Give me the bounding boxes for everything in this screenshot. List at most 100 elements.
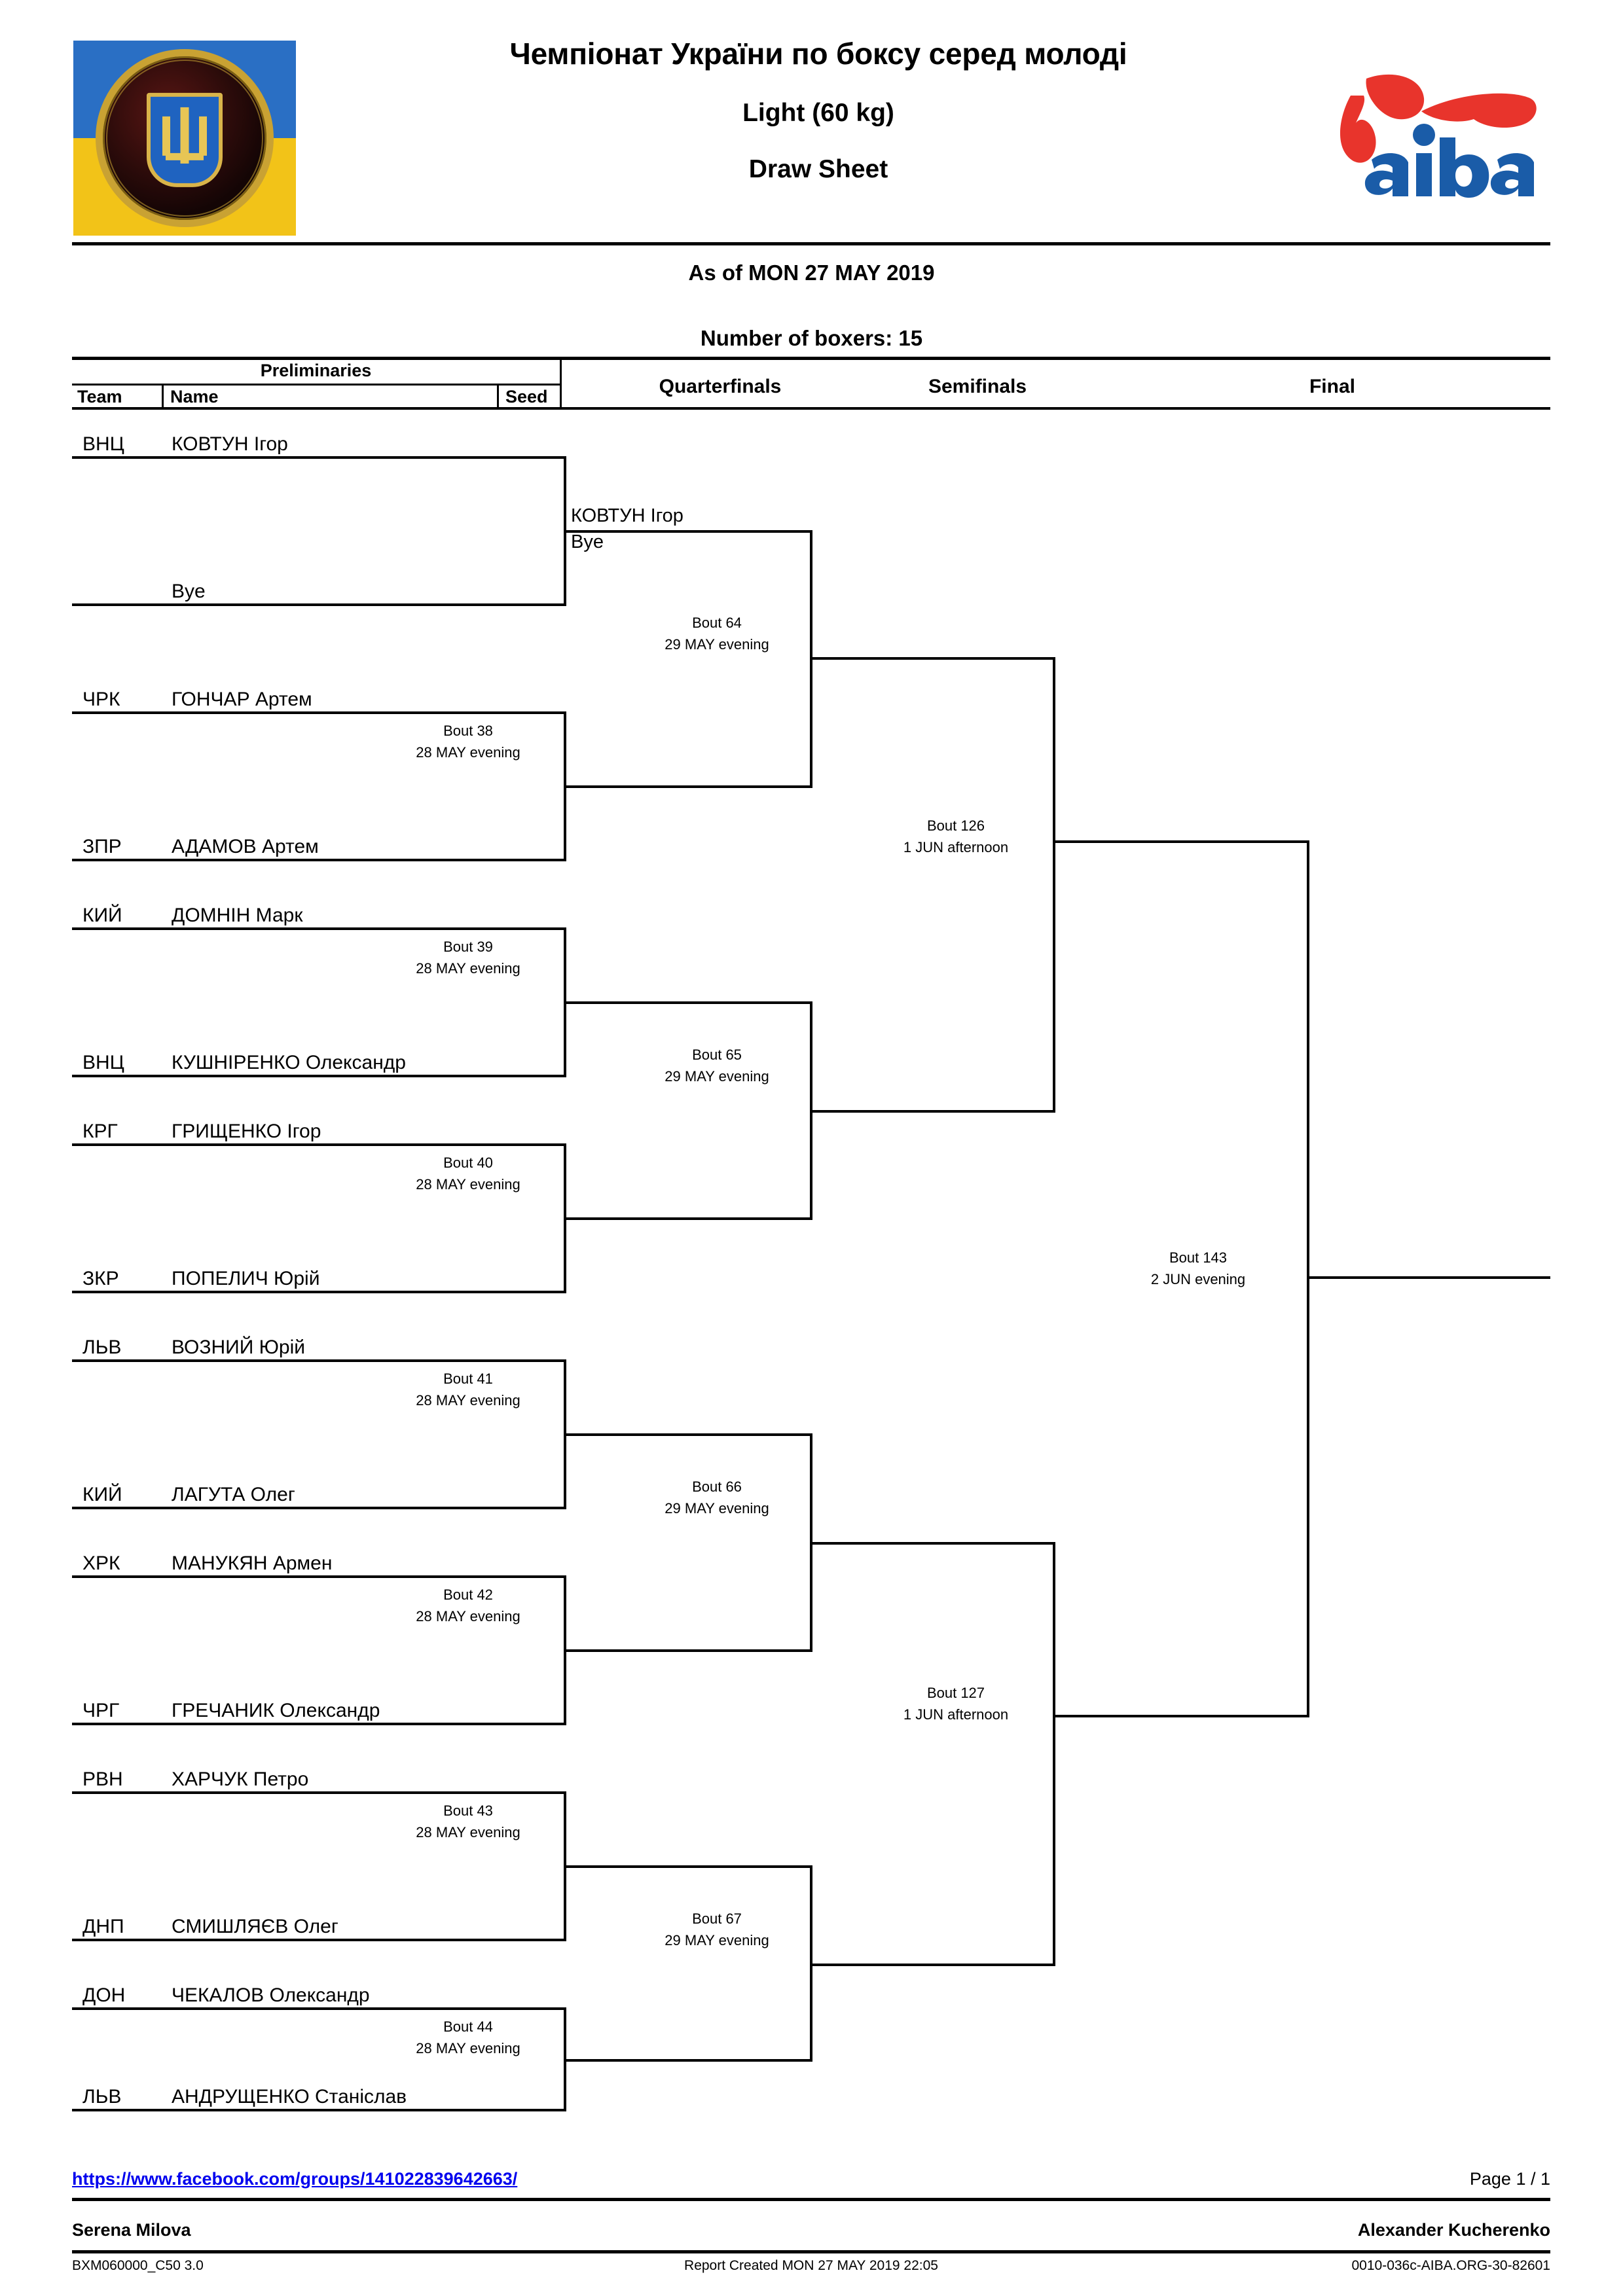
- prelim-line-16: [72, 2109, 566, 2111]
- prelim-line-15: [72, 2007, 566, 2010]
- sf-connector-2: [1053, 1542, 1055, 1966]
- prelim-name-9: ВОЗНИЙ Юрій: [172, 1336, 306, 1358]
- prelim-team-13: РВН: [82, 1768, 123, 1790]
- footer-report-code: BXM060000_C50 3.0: [72, 2258, 204, 2273]
- bout-id: Bout 38: [443, 723, 493, 739]
- bout-id: Bout 66: [692, 1479, 742, 1495]
- prelim-team-14: ДНП: [82, 1916, 124, 1937]
- prelim-bout-38: Bout 38 28 MAY evening: [373, 720, 563, 763]
- page-header: Чемпіонат України по боксу серед молоді …: [0, 0, 1623, 350]
- prelim-name-1: КОВТУН Ігор: [172, 433, 288, 455]
- sf-line-1b: [810, 1110, 1055, 1113]
- prelim-bout-44: Bout 44 28 MAY evening: [373, 2016, 563, 2059]
- qf-bout-65: Bout 65 29 MAY evening: [622, 1044, 812, 1087]
- footer-divider-2: [72, 2250, 1550, 2253]
- prelim-team-4: ЗПР: [82, 836, 122, 857]
- prelim-team-12: ЧРГ: [82, 1700, 120, 1721]
- sf-line-2b: [810, 1964, 1055, 1966]
- prelim-line-8: [72, 1291, 566, 1293]
- trident-shield: [147, 92, 223, 187]
- bout-when: 2 JUN evening: [1150, 1271, 1246, 1287]
- footer-report-created: Report Created MON 27 MAY 2019 22:05: [684, 2258, 938, 2273]
- bout-when: 29 MAY evening: [665, 1932, 769, 1948]
- qf-line-3a: [564, 1433, 812, 1436]
- bout-id: Bout 43: [443, 1803, 493, 1819]
- sf-connector-1: [1053, 657, 1055, 1113]
- column-seed: Seed: [505, 387, 548, 406]
- boxers-count: Number of boxers: 15: [700, 326, 923, 350]
- prelim-line-13: [72, 1791, 566, 1794]
- bout-when: 28 MAY evening: [416, 1608, 520, 1624]
- prelim-line-3: [72, 711, 566, 714]
- bout-when: 29 MAY evening: [665, 1068, 769, 1085]
- prelim-line-11: [72, 1575, 566, 1578]
- qf-line-2b: [564, 1217, 812, 1220]
- qf-bout-66: Bout 66 29 MAY evening: [622, 1476, 812, 1519]
- qf-line-2a: [564, 1001, 812, 1004]
- prelim-team-3: ЧРК: [82, 689, 120, 710]
- footer-document-id: 0010-036c-AIBA.ORG-30-82601: [1351, 2258, 1550, 2273]
- bout-id: Bout 40: [443, 1155, 493, 1171]
- sheet-type-title: Draw Sheet: [748, 155, 888, 183]
- prelim-bout-39: Bout 39 28 MAY evening: [373, 936, 563, 979]
- prelim-team-15: ДОН: [82, 1984, 126, 2006]
- bout-id: Bout 41: [443, 1371, 493, 1387]
- prelim-name-3: ГОНЧАР Артем: [172, 689, 312, 710]
- prelim-line-2: [72, 603, 566, 606]
- prelim-line-6: [72, 1075, 566, 1077]
- bout-id: Bout 64: [692, 615, 742, 631]
- bout-id: Bout 39: [443, 939, 493, 955]
- prelim-team-7: КРГ: [82, 1121, 118, 1142]
- prelim-team-1: ВНЦ: [82, 433, 124, 455]
- final-winner-line: [1307, 1276, 1550, 1279]
- prelim-team-11: ХРК: [82, 1552, 120, 1574]
- trident-right: [199, 116, 207, 156]
- bout-id: Bout 127: [926, 1685, 985, 1701]
- weight-class-title: Light (60 kg): [742, 99, 894, 127]
- sf-bout-127: Bout 127 1 JUN afternoon: [858, 1682, 1054, 1725]
- sf-line-1a: [810, 657, 1055, 660]
- prelim-name-4: АДАМОВ Артем: [172, 836, 319, 857]
- prelim-name-8: ПОПЕЛИЧ Юрій: [172, 1268, 320, 1289]
- footer-right-official: Alexander Kucherenko: [1357, 2220, 1550, 2240]
- prelim-name-5: ДОМНІН Марк: [172, 905, 303, 926]
- footer-divider-1: [72, 2198, 1550, 2201]
- sf-bout-126: Bout 126 1 JUN afternoon: [858, 815, 1054, 858]
- qf-bout-67: Bout 67 29 MAY evening: [622, 1908, 812, 1951]
- prelim-team-6: ВНЦ: [82, 1052, 124, 1073]
- qf-line-1: [564, 530, 812, 533]
- facebook-group-link[interactable]: https://www.facebook.com/groups/14102283…: [72, 2169, 518, 2189]
- preliminaries-header-group: Preliminaries Team Name Seed: [72, 360, 562, 409]
- ukrainian-boxing-federation-logo: [73, 41, 296, 236]
- column-team: Team: [72, 386, 164, 409]
- trident-left: [162, 116, 170, 156]
- prelim-line-7: [72, 1143, 566, 1146]
- page-number: Page 1 / 1: [1469, 2169, 1550, 2189]
- prelim-name-13: ХАРЧУК Петро: [172, 1768, 309, 1790]
- bout-when: 28 MAY evening: [416, 1824, 520, 1840]
- prelim-line-1: [72, 456, 566, 459]
- page-title: Чемпіонат України по боксу серед молоді: [509, 37, 1127, 71]
- final-line-bottom: [1053, 1715, 1309, 1717]
- federation-seal: [96, 49, 274, 227]
- prelim-team-9: ЛЬВ: [82, 1336, 122, 1358]
- final-connector: [1307, 840, 1309, 1717]
- qf-line-3b: [564, 1649, 812, 1652]
- prelim-line-12: [72, 1723, 566, 1725]
- title-block: Чемпіонат України по боксу серед молоді …: [393, 36, 1244, 184]
- footer-left-official: Serena Milova: [72, 2220, 191, 2240]
- bout-when: 28 MAY evening: [416, 2040, 520, 2056]
- prelim-bout-42: Bout 42 28 MAY evening: [373, 1584, 563, 1627]
- prelim-line-9: [72, 1359, 566, 1362]
- prelim-name-10: ЛАГУТА Олег: [172, 1484, 295, 1505]
- prelim-team-8: ЗКР: [82, 1268, 119, 1289]
- prelim-line-5: [72, 927, 566, 930]
- prelim-name-2: Bye: [172, 581, 206, 602]
- prelim-team-10: КИЙ: [82, 1484, 122, 1505]
- bout-id: Bout 44: [443, 2018, 493, 2035]
- prelim-name-6: КУШНІРЕНКО Олександр: [172, 1052, 406, 1073]
- column-name: Name: [164, 386, 499, 409]
- prelim-name-11: МАНУКЯН Армен: [172, 1552, 333, 1574]
- column-quarterfinals: Quarterfinals: [659, 376, 782, 397]
- prelim-bout-43: Bout 43 28 MAY evening: [373, 1800, 563, 1843]
